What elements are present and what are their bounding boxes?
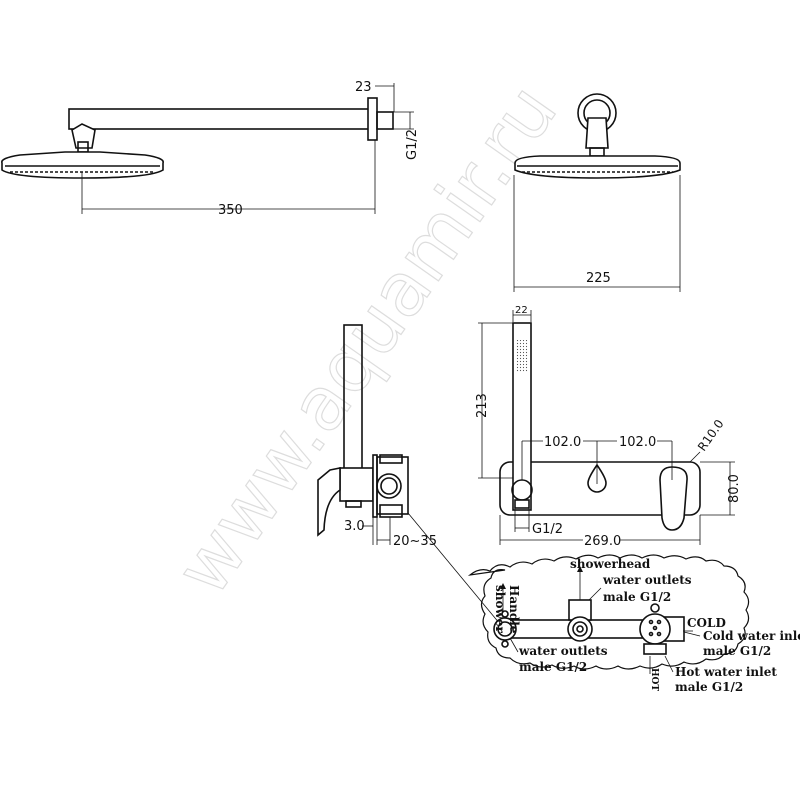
showerhead-front-view [514,93,681,179]
label-hot-tag: HOT [649,668,659,691]
dim-head-diameter: 225 [586,271,611,286]
dim-wall-depth: 20~35 [393,534,437,549]
dim-spacing-right: 102.0 [619,435,656,450]
dim-corner-radius: R10.0 [695,417,727,454]
label-showerhead: showerhead [570,557,651,571]
label-cold-tag: COLD [687,616,726,630]
valve-detail-callout: Handle shower showerhead water outlets m… [467,554,800,694]
dim-handset-width: 22 [515,305,528,316]
callout-leader [407,512,501,625]
dim-plate-height: 80.0 [727,474,742,503]
label-shower: shower [493,585,507,633]
dim-handset-height: 213 [475,393,490,418]
dim-outlet-thread: G1/2 [532,522,563,537]
label-hot-inlet-thread: male G1/2 [675,680,743,694]
dimension-225: 225 [513,175,681,292]
label-cold-inlet-thread: male G1/2 [703,644,771,658]
dimension-350: 350 [81,140,376,218]
dim-flange-depth: 23 [355,80,372,95]
dimension-3-and-20-35: 3.0 20~35 [344,517,437,549]
label-top-outlet: water outlets [602,573,692,587]
dim-plate-width: 269.0 [584,534,621,549]
label-side-outlet: water outlets [518,644,608,658]
showerhead-side-view [1,97,394,179]
dim-spacing-left: 102.0 [544,435,581,450]
dimension-23: 23 G1/2 [355,80,420,160]
mixer-side-view [317,324,409,537]
label-hot-inlet: Hot water inlet [675,665,777,679]
watermark: www.aquamir.ru [159,70,574,611]
dim-arm-length: 350 [218,203,243,218]
label-side-outlet-thread: male G1/2 [519,660,587,674]
label-handle: Handle [507,585,521,634]
label-cold-inlet: Cold water inlet [703,629,800,643]
mixer-front-view [499,322,701,531]
dim-thread: G1/2 [405,129,420,160]
label-top-outlet-thread: male G1/2 [603,590,671,604]
dim-plate-thickness: 3.0 [344,519,365,534]
